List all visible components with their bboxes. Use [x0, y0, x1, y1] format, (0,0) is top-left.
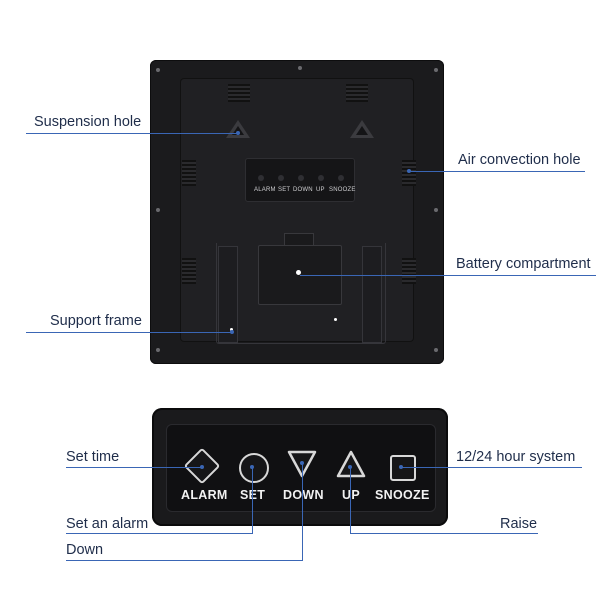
button-dot-icon	[338, 175, 344, 181]
callout-line	[66, 560, 302, 561]
callout-hour-system: 12/24 hour system	[456, 449, 576, 465]
back-label-down: DOWN	[293, 187, 313, 193]
frame-marker-dot	[230, 328, 233, 331]
support-frame-leg-right	[362, 246, 382, 343]
snooze-button[interactable]	[390, 455, 416, 481]
up-button[interactable]	[335, 448, 367, 480]
down-button-label: DOWN	[283, 488, 324, 502]
device-back	[150, 60, 444, 364]
screw	[434, 68, 438, 72]
set-button[interactable]	[239, 453, 269, 483]
battery-marker-dot	[296, 270, 301, 275]
back-button-panel: ALARM SET DOWN UP SNOOZE	[245, 158, 355, 202]
alarm-button-label: ALARM	[181, 488, 228, 502]
callout-line	[302, 463, 303, 561]
callout-line	[300, 275, 596, 276]
callout-line	[410, 171, 585, 172]
callout-marker	[236, 131, 240, 135]
screw	[434, 348, 438, 352]
callout-set-time: Set time	[66, 449, 120, 465]
callout-line	[26, 133, 238, 134]
vent-left-upper	[182, 160, 196, 186]
callout-line	[66, 467, 202, 468]
screw	[434, 208, 438, 212]
support-frame-leg-left	[218, 246, 238, 343]
button-dot-icon	[318, 175, 324, 181]
callout-line	[252, 467, 253, 534]
button-dot-icon	[278, 175, 284, 181]
button-dot-icon	[298, 175, 304, 181]
vent-right-upper	[402, 160, 416, 186]
callout-air-convection-hole: Air convection hole	[458, 152, 581, 168]
screw	[156, 68, 160, 72]
callout-marker	[348, 465, 352, 469]
vent-top-left	[228, 84, 250, 102]
snooze-button-label: SNOOZE	[375, 488, 430, 502]
callout-line	[350, 533, 538, 534]
suspension-hole-left	[226, 120, 250, 138]
callout-raise: Raise	[500, 516, 538, 532]
screw	[156, 348, 160, 352]
support-frame	[216, 243, 386, 344]
vent-top-right	[346, 84, 368, 102]
callout-line	[402, 467, 582, 468]
callout-marker	[200, 465, 204, 469]
callout-marker	[250, 465, 254, 469]
back-small-dot	[334, 318, 337, 321]
callout-battery-compartment: Battery compartment	[456, 256, 591, 272]
button-dot-icon	[258, 175, 264, 181]
callout-marker	[407, 169, 411, 173]
callout-marker	[399, 465, 403, 469]
back-label-set: SET	[278, 187, 291, 193]
callout-line	[26, 332, 232, 333]
back-label-alarm: ALARM	[254, 187, 276, 193]
screw	[298, 66, 302, 70]
vent-right-lower	[402, 258, 416, 284]
back-label-up: UP	[316, 187, 325, 193]
callout-support-frame: Support frame	[50, 313, 142, 329]
vent-left-lower	[182, 258, 196, 284]
back-label-snooze: SNOOZE	[329, 187, 356, 193]
callout-line	[350, 467, 351, 534]
callout-line	[66, 533, 252, 534]
callout-marker	[300, 461, 304, 465]
callout-marker	[230, 330, 234, 334]
callout-down: Down	[66, 542, 104, 558]
callout-suspension-hole: Suspension hole	[34, 114, 142, 130]
screw	[156, 208, 160, 212]
callout-set-alarm: Set an alarm	[66, 516, 149, 532]
up-arrow-icon	[336, 450, 366, 478]
suspension-hole-right	[350, 120, 374, 138]
battery-latch	[284, 233, 314, 246]
